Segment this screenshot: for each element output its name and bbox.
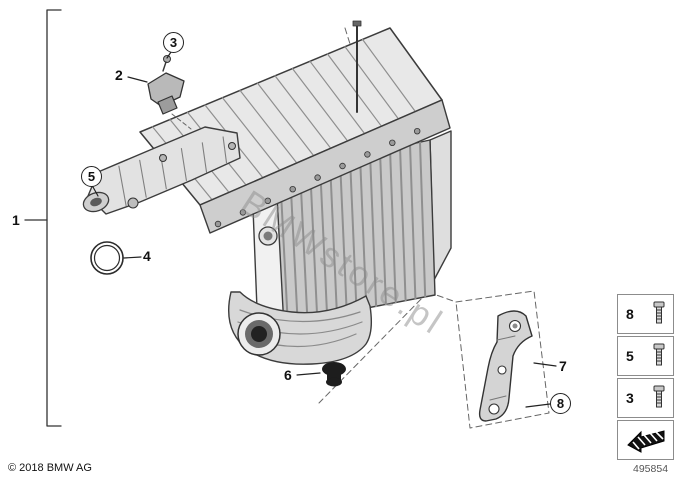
callout-2[interactable]: 2 [115, 67, 123, 83]
leader-lines [92, 51, 557, 408]
flange-bolts [214, 127, 421, 228]
callout-4[interactable]: 4 [143, 248, 151, 264]
core-fins [279, 141, 427, 325]
callout-1[interactable]: 1 [12, 212, 20, 228]
fastener-legend: 8 5 3 [617, 294, 674, 460]
grommet-part [322, 362, 346, 387]
bracket-part [478, 310, 533, 422]
callout-8[interactable]: 8 [550, 393, 571, 414]
sensor-part [147, 55, 192, 130]
callout-7[interactable]: 7 [559, 358, 567, 374]
callout-6[interactable]: 6 [284, 367, 292, 383]
bolt-icon [653, 343, 665, 366]
bottom-housing [228, 291, 373, 365]
legend-label-3: 3 [626, 390, 634, 406]
callout-5[interactable]: 5 [81, 166, 102, 187]
legend-row-5[interactable]: 5 [617, 336, 674, 376]
copyright-text: © 2018 BMW AG [8, 462, 92, 474]
intercooler-core [251, 130, 452, 335]
diagram-number: 495854 [633, 463, 669, 475]
bolt-icon [653, 301, 665, 324]
direction-arrow-icon [626, 430, 664, 453]
sensor-screw [163, 55, 171, 63]
callout-1-bracket [24, 9, 62, 427]
callout-3[interactable]: 3 [163, 32, 184, 53]
o-ring-part [90, 241, 124, 275]
view-direction-box [617, 420, 674, 460]
bolt-icon [653, 385, 665, 408]
legend-label-5: 5 [626, 348, 634, 364]
legend-row-3[interactable]: 3 [617, 378, 674, 418]
legend-row-8[interactable]: 8 [617, 294, 674, 334]
air-duct [82, 126, 241, 215]
long-bolt-head [352, 20, 362, 27]
legend-label-8: 8 [626, 306, 634, 322]
